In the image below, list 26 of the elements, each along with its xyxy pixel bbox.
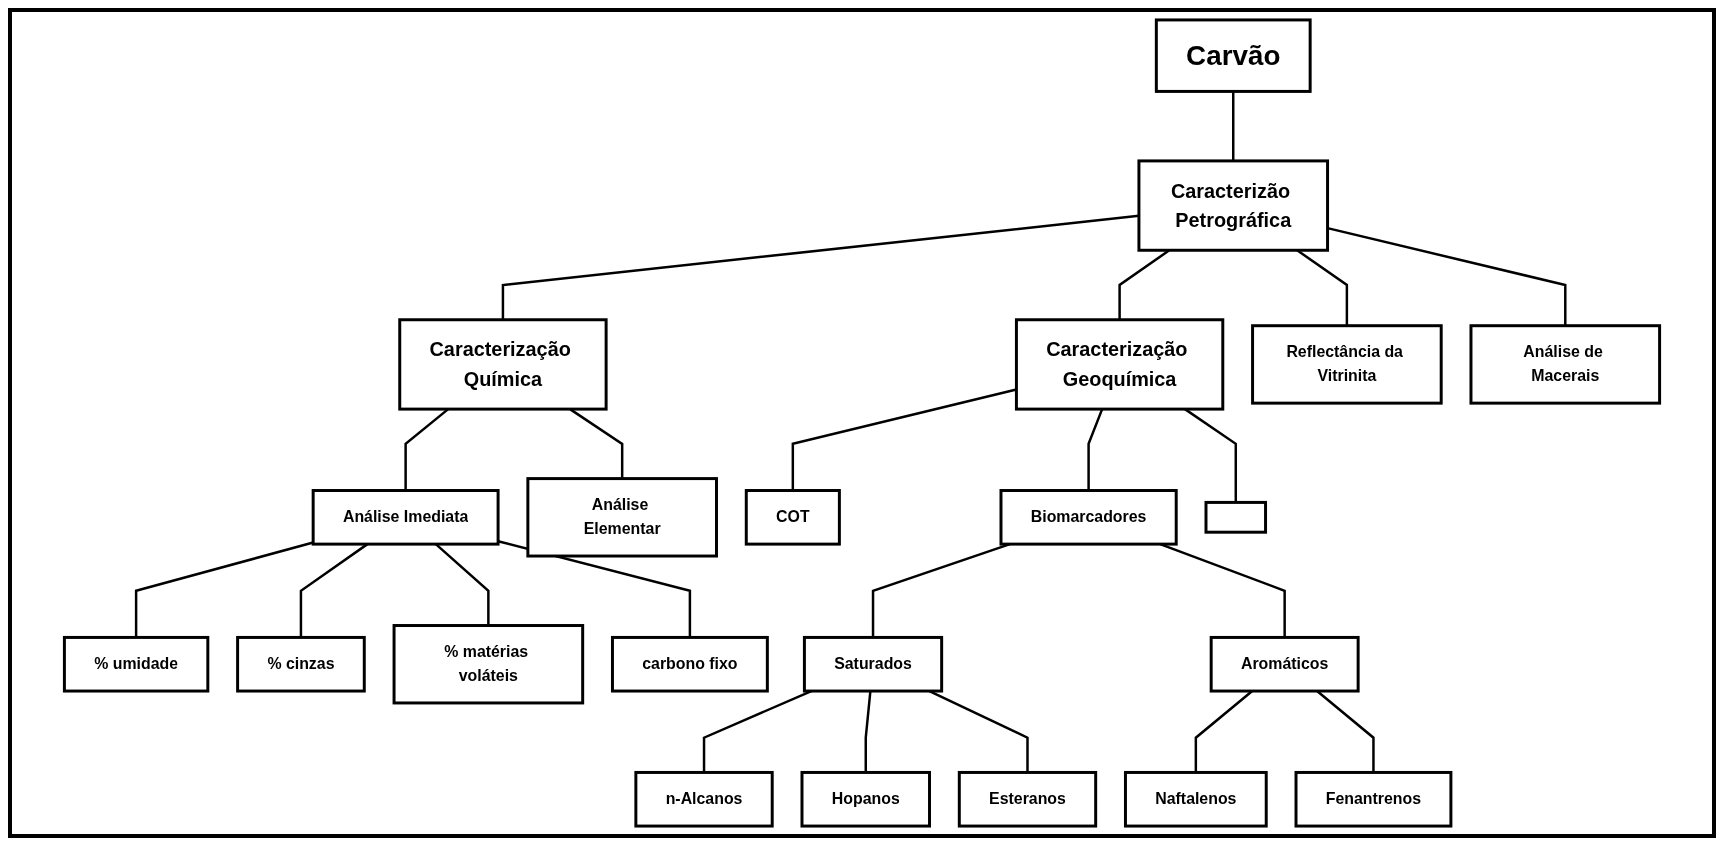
- node-box: Caracterização Química: [398, 318, 608, 411]
- node-box: Fenantrenos: [1294, 770, 1453, 828]
- connector: [134, 541, 314, 638]
- node-box: Esteranos: [957, 770, 1098, 828]
- node-box: Caracterizão Petrográfica: [1137, 159, 1330, 252]
- node-box: Caracterização Geoquímica: [1014, 318, 1225, 411]
- node-box: Naftalenos: [1123, 770, 1268, 828]
- node-box: Carvão: [1154, 18, 1312, 93]
- connector: [1232, 91, 1235, 161]
- connector: [1327, 226, 1567, 326]
- node-box: Biomarcadores: [999, 489, 1178, 546]
- node-box: % umidade: [62, 635, 210, 693]
- node-box: carbono fixo: [610, 635, 769, 693]
- node-box: Análise Elementar: [526, 477, 718, 558]
- node-box: Saturados: [802, 635, 944, 693]
- node-box: Reflectância da Vitrinita: [1251, 324, 1443, 405]
- node-box: Análise Imediata: [311, 489, 500, 546]
- node-box: Hopanos: [800, 770, 931, 828]
- node-box: COT: [744, 489, 841, 546]
- node-box: % matérias voláteis: [392, 624, 585, 705]
- node-box: Análise de Macerais: [1469, 324, 1662, 405]
- node-box: Aromáticos: [1209, 635, 1360, 693]
- node-box: n-Alcanos: [634, 770, 774, 828]
- node-box: [1204, 500, 1268, 534]
- connector: [791, 388, 1017, 491]
- node-box: % cinzas: [236, 635, 366, 693]
